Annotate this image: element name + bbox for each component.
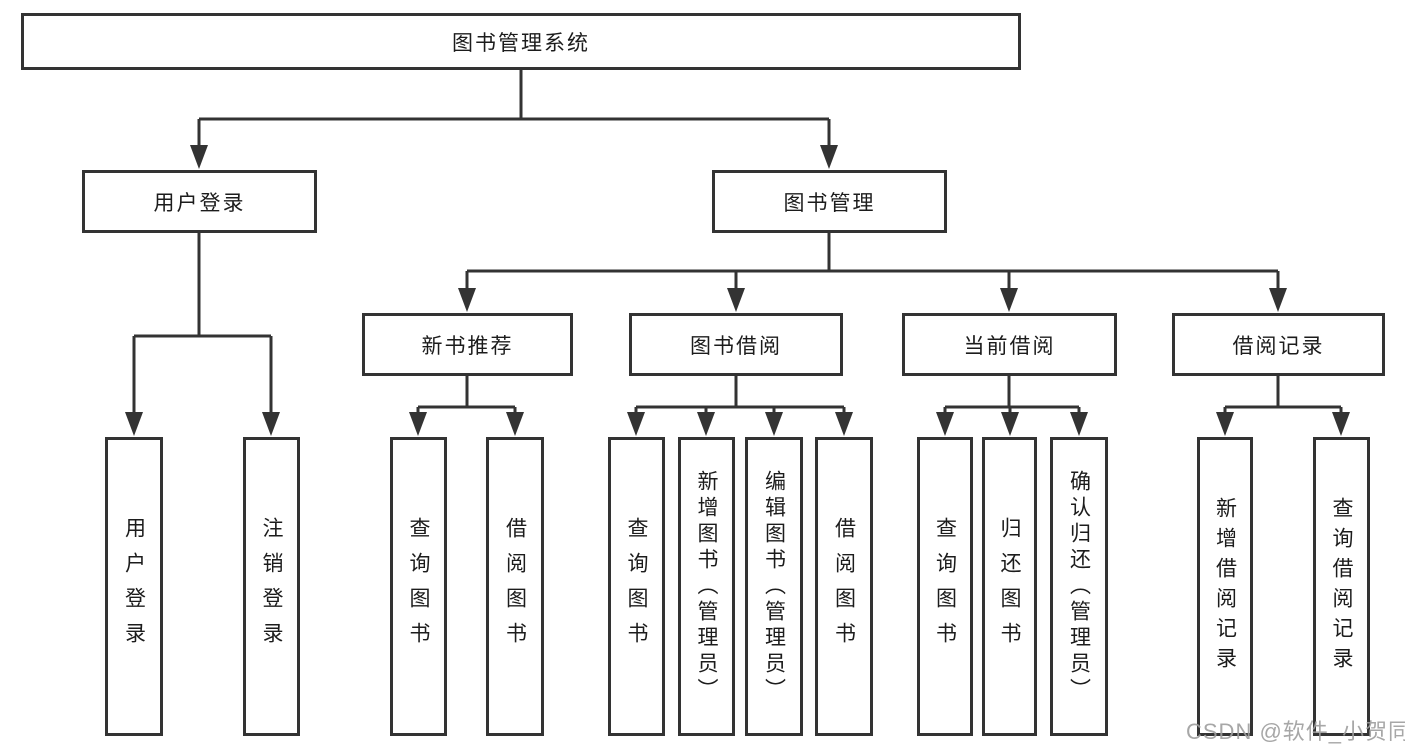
node-root-label: 图书管理系统 bbox=[452, 31, 590, 55]
node-root: 图书管理系统 bbox=[21, 13, 1021, 70]
node-user-login-label: 用户登录 bbox=[153, 191, 246, 215]
node-book-management: 图书管理 bbox=[712, 170, 947, 233]
leaf-current-return-book: 归还图书 bbox=[982, 437, 1037, 736]
csdn-watermark: CSDN @软件_小贺同学 bbox=[1186, 719, 1405, 744]
leaf-borrow-borrow-book-label: 借阅图书 bbox=[832, 516, 856, 657]
leaf-newrec-borrow-book: 借阅图书 bbox=[486, 437, 544, 736]
leaf-user-login-label: 用户登录 bbox=[122, 516, 146, 657]
leaf-record-query-borrow-record-label: 查询借阅记录 bbox=[1330, 496, 1353, 677]
leaf-borrow-add-book-admin: 新增图书（管理员） bbox=[678, 437, 735, 736]
leaf-borrow-edit-book-admin-label: 编辑图书（管理员） bbox=[762, 469, 786, 704]
leaf-current-confirm-return-admin: 确认归还（管理员） bbox=[1050, 437, 1108, 736]
node-current-borrow-label: 当前借阅 bbox=[963, 334, 1056, 358]
leaf-current-confirm-return-admin-label: 确认归还（管理员） bbox=[1067, 469, 1091, 704]
node-new-book-recommend-label: 新书推荐 bbox=[421, 334, 514, 358]
node-borrow-record-label: 借阅记录 bbox=[1232, 334, 1325, 358]
node-book-management-label: 图书管理 bbox=[783, 191, 876, 215]
leaf-record-query-borrow-record: 查询借阅记录 bbox=[1313, 437, 1370, 736]
leaf-newrec-query-book: 查询图书 bbox=[390, 437, 447, 736]
leaf-current-return-book-label: 归还图书 bbox=[998, 516, 1021, 657]
leaf-user-login: 用户登录 bbox=[105, 437, 163, 736]
leaf-current-query-book: 查询图书 bbox=[917, 437, 973, 736]
leaf-newrec-borrow-book-label: 借阅图书 bbox=[503, 516, 527, 657]
leaf-borrow-borrow-book: 借阅图书 bbox=[815, 437, 873, 736]
leaf-borrow-query-book-label: 查询图书 bbox=[625, 516, 648, 657]
node-book-borrow: 图书借阅 bbox=[629, 313, 843, 376]
node-borrow-record: 借阅记录 bbox=[1172, 313, 1385, 376]
leaf-borrow-query-book: 查询图书 bbox=[608, 437, 665, 736]
leaf-logout-label: 注销登录 bbox=[260, 516, 283, 657]
leaf-record-add-borrow-record: 新增借阅记录 bbox=[1197, 437, 1253, 736]
leaf-borrow-add-book-admin-label: 新增图书（管理员） bbox=[695, 469, 718, 704]
node-user-login: 用户登录 bbox=[82, 170, 317, 233]
node-current-borrow: 当前借阅 bbox=[902, 313, 1117, 376]
leaf-record-add-borrow-record-label: 新增借阅记录 bbox=[1213, 496, 1237, 677]
node-book-borrow-label: 图书借阅 bbox=[690, 334, 782, 358]
leaf-logout: 注销登录 bbox=[243, 437, 300, 736]
leaf-borrow-edit-book-admin: 编辑图书（管理员） bbox=[745, 437, 803, 736]
leaf-newrec-query-book-label: 查询图书 bbox=[407, 516, 430, 657]
leaf-current-query-book-label: 查询图书 bbox=[933, 516, 957, 657]
node-new-book-recommend: 新书推荐 bbox=[362, 313, 573, 376]
